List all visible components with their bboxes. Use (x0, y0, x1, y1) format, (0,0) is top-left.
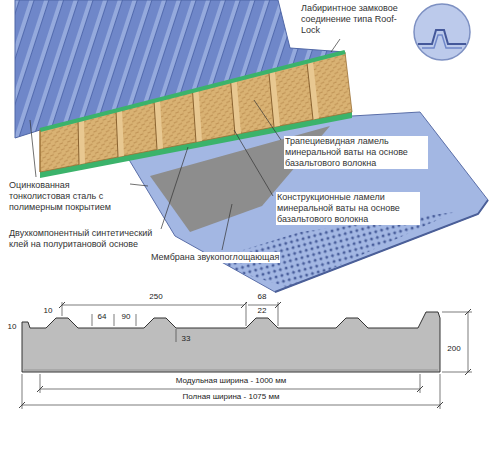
lamella-face (231, 80, 241, 135)
dimension-label: 10 (44, 306, 53, 316)
callout-label: Мембрана звукопоглощающая (150, 252, 280, 263)
dimension-label: Полная ширина - 1075 мм (182, 392, 281, 402)
leader-line (130, 184, 148, 186)
dimension-label: 64 (98, 312, 107, 322)
lamella-face (307, 60, 319, 119)
leader-line (30, 120, 36, 177)
callout-label: Двухкомпонентный синтетический клей на п… (8, 228, 160, 250)
leader-line (234, 130, 273, 196)
extension-line (440, 374, 441, 409)
dimension-line (248, 305, 278, 306)
dimension-label: 33 (182, 334, 191, 344)
dimension-label: 250 (148, 292, 163, 302)
leader-line (254, 100, 281, 140)
lamella-face (269, 70, 280, 127)
dimension-label: 90 (122, 312, 131, 322)
dimension-label: Модульная ширина - 1000 мм (175, 376, 288, 386)
dimension-label: 68 (257, 292, 268, 302)
dimension-line (468, 312, 469, 372)
extension-line (246, 302, 247, 326)
dimension-label: 10 (8, 322, 17, 332)
bottom-sheet-line (24, 370, 438, 371)
leader-line (222, 204, 232, 250)
wool-edge (40, 130, 41, 172)
extension-line (40, 374, 41, 393)
leader-line (161, 147, 188, 229)
magnifier (414, 4, 470, 60)
dimension-line (62, 305, 244, 306)
dimension-label: 200 (447, 344, 460, 354)
panel-profile (22, 312, 440, 372)
top-steel-sheet (15, 0, 345, 138)
dimension-label: 22 (258, 306, 267, 316)
callout-label: Лабиринтное замковое соединение типа Roo… (300, 3, 410, 36)
dimension-tick (19, 302, 471, 408)
callout-label: Конструкционные ламели минеральной ваты … (276, 192, 420, 225)
extension-line (22, 374, 23, 409)
callout-label: Оцинкованная тонколистовая сталь с полим… (8, 180, 128, 213)
leader-line (331, 39, 340, 52)
callout-label: Трапециевидная ламель минеральной ваты н… (284, 136, 428, 169)
dimension-line (176, 329, 177, 342)
extension-line (136, 314, 137, 326)
extension-line (114, 314, 115, 326)
lock-profile (422, 35, 462, 48)
extension-line (420, 374, 421, 393)
dimension-line (22, 405, 440, 406)
glue-strip (40, 52, 345, 130)
extension-line (92, 314, 93, 326)
dimension-line (40, 389, 420, 390)
